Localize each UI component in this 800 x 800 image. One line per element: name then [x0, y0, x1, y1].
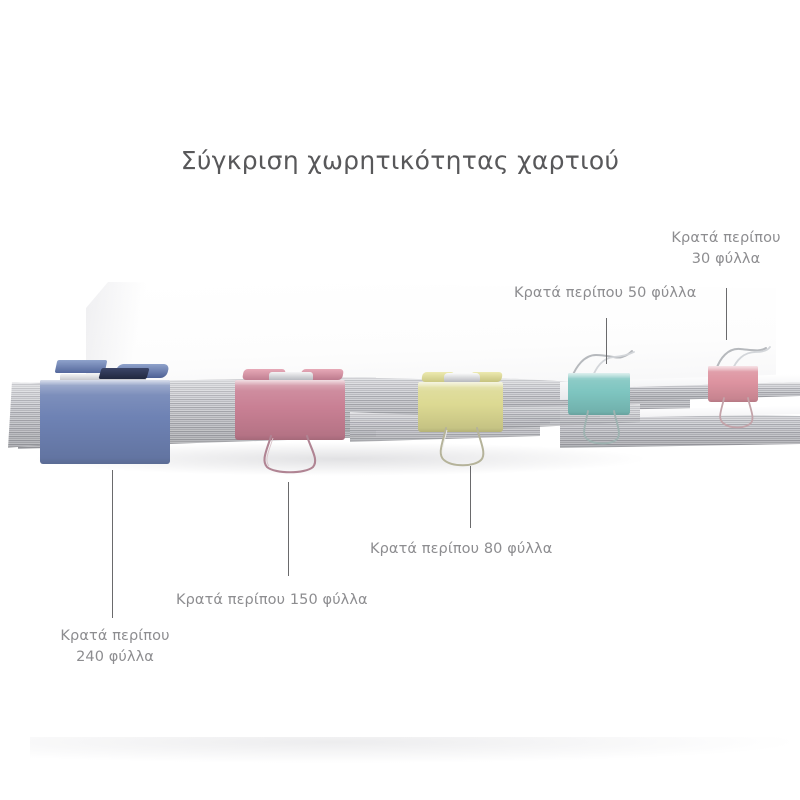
teal-binder-clip[interactable]	[568, 350, 635, 445]
rose-clip-wire-top	[712, 346, 772, 372]
top-sheet-surface	[86, 282, 776, 390]
yellow-binder-clip[interactable]	[418, 372, 503, 467]
callout-label-240: Κρατά περίπου 240 φύλλα	[60, 628, 170, 666]
page-title: Σύγκριση χωρητικότητας χαρτιού	[180, 146, 620, 175]
leader-line-150	[288, 482, 289, 576]
pink-clip-spine-metal	[269, 372, 313, 382]
yellow-clip-spine-metal	[444, 373, 480, 384]
pink-clip-body	[235, 380, 345, 440]
yellow-clip-body	[418, 382, 503, 432]
teal-clip-wire-top	[566, 350, 638, 379]
ground-shadow	[30, 737, 790, 763]
rose-clip-wire-handle	[712, 397, 760, 429]
teal-clip-body	[568, 373, 630, 415]
leader-line-30	[726, 288, 727, 340]
pink-clip-wire-handle	[249, 434, 331, 474]
callout-label-30: Κρατά περίπου 30 φύλλα	[671, 230, 781, 268]
rose-clip-body	[708, 366, 758, 402]
rose-binder-clip[interactable]	[708, 346, 771, 429]
blue-clip-spine-dark	[98, 368, 150, 379]
leader-line-50	[606, 318, 607, 364]
teal-clip-wire-handle	[576, 410, 628, 445]
leader-line-80	[470, 466, 471, 528]
blue-clip-body	[40, 380, 170, 464]
blue-binder-clip[interactable]	[40, 360, 170, 464]
leader-line-240	[112, 470, 113, 618]
yellow-clip-wire-handle	[430, 427, 494, 467]
pink-binder-clip[interactable]	[235, 369, 345, 474]
callout-label-150: Κρατά περίπου 150 φύλλα	[176, 592, 368, 608]
callout-label-80: Κρατά περίπου 80 φύλλα	[370, 541, 553, 557]
callout-label-50: Κρατά περίπου 50 φύλλα	[514, 285, 697, 301]
